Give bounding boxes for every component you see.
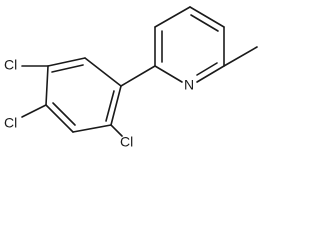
bond-methyl — [223, 46, 258, 67]
bond-pyridine-c3-c4 — [154, 6, 191, 28]
atom-label-cl-top: Cl — [4, 57, 17, 73]
bond-pyridine-c6-n-inner — [196, 62, 218, 76]
bond-pyridine-c4-c5 — [189, 6, 225, 28]
bond-pyridine-c4-c5-inner — [190, 14, 219, 32]
bond-benzene-upper-right — [84, 57, 122, 87]
bond-benzene-top-inner — [51, 64, 84, 73]
bond-benzene-lower-left-inner — [52, 102, 76, 126]
bond-c-cl-bottom-right — [110, 124, 123, 137]
bond-benzene-pyridine — [120, 65, 156, 87]
bond-benzene-left — [45, 65, 49, 106]
atom-label-n-pyridine: N — [184, 77, 194, 93]
atom-label-cl-middle: Cl — [4, 115, 17, 131]
bond-pyridine-n-c2 — [154, 65, 183, 83]
bond-benzene-lower-right-inner — [105, 90, 115, 122]
chemical-structure-diagram: Cl Cl Cl N — [4, 6, 258, 150]
bond-benzene-lower-left — [45, 104, 74, 133]
benzene-ring — [45, 57, 122, 133]
atom-label-cl-bottom-right: Cl — [120, 134, 133, 150]
bond-c-cl-middle — [21, 104, 47, 118]
bond-benzene-top — [47, 57, 86, 67]
pyridine-ring — [154, 6, 225, 83]
bond-benzene-bottom — [72, 124, 112, 133]
bond-pyridine-c6-n — [196, 65, 225, 83]
bond-benzene-lower-right — [110, 85, 122, 126]
